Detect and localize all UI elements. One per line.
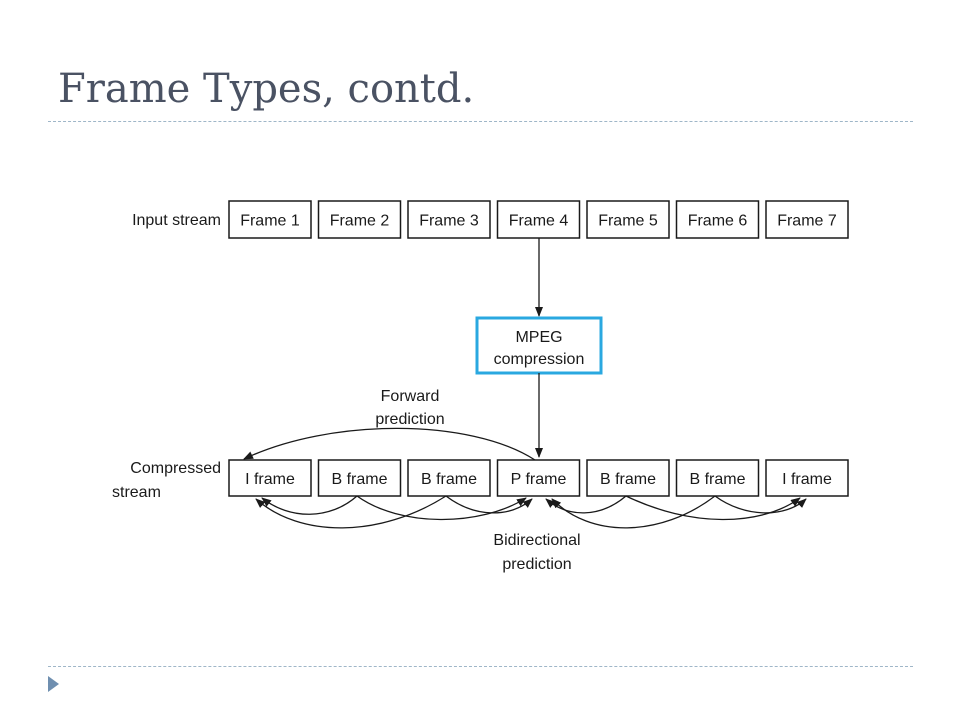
output-frame-label-5: B frame bbox=[600, 471, 656, 488]
input-frame-box-6 bbox=[675, 200, 760, 239]
output-frame-box-1 bbox=[228, 459, 312, 497]
output-frame-label-4: P frame bbox=[511, 471, 567, 488]
input-frame-box-7 bbox=[765, 200, 849, 239]
b3-to-i1-arc bbox=[255, 495, 447, 529]
input-frame-label-6: Frame 6 bbox=[688, 213, 748, 230]
b2-to-i1-arc bbox=[261, 495, 358, 515]
output-frame-box-2 bbox=[317, 459, 402, 497]
b6-to-p-arc bbox=[551, 495, 716, 529]
output-frames-row: I frame B frame B frame P frame B frame B fra… bbox=[228, 459, 849, 497]
input-frames-row: Frame 1 Frame 2 Frame 3 Frame 4 Frame 5 Frame… bbox=[228, 200, 849, 239]
input-frame-label-5: Frame 5 bbox=[598, 213, 658, 230]
input-frame-label-2: Frame 2 bbox=[330, 213, 390, 230]
input-stream-label: Input stream bbox=[132, 212, 221, 229]
bidirectional-arcs bbox=[255, 495, 807, 529]
output-frame-label-2: B frame bbox=[331, 471, 387, 488]
b3-to-p-arc bbox=[445, 495, 533, 514]
input-frame-box-2 bbox=[317, 200, 402, 239]
compression-label-line1: MPEG bbox=[515, 329, 562, 346]
input-frame-label-3: Frame 3 bbox=[419, 213, 479, 230]
forward-prediction-arc bbox=[243, 427, 536, 461]
output-frame-box-5 bbox=[586, 459, 670, 497]
output-frame-box-4 bbox=[496, 459, 581, 497]
title-divider bbox=[48, 121, 913, 122]
input-frame-box-5 bbox=[586, 200, 670, 239]
slide-title: Frame Types, contd. bbox=[58, 66, 475, 112]
bidirectional-label-line2: prediction bbox=[502, 556, 571, 573]
b5-to-i7-arc bbox=[625, 495, 801, 521]
input-frame-box-4 bbox=[496, 200, 581, 239]
output-frame-box-6 bbox=[675, 459, 760, 497]
input-frame-label-4: Frame 4 bbox=[509, 213, 569, 230]
input-frame-box-1 bbox=[228, 200, 312, 239]
compression-label-line2: compression bbox=[494, 351, 585, 368]
compressed-stream-label-line2: stream bbox=[112, 484, 161, 501]
forward-label-line2: prediction bbox=[375, 411, 444, 428]
b2-to-p-arc bbox=[356, 495, 527, 521]
output-frame-box-7 bbox=[765, 459, 849, 497]
output-frame-box-3 bbox=[407, 459, 491, 497]
bullet-triangle-icon bbox=[48, 676, 59, 692]
b6-to-i7-arc bbox=[714, 495, 807, 514]
output-frame-label-3: B frame bbox=[421, 471, 477, 488]
input-frame-box-3 bbox=[407, 200, 491, 239]
output-frame-label-1: I frame bbox=[245, 471, 295, 488]
output-frame-label-7: I frame bbox=[782, 471, 832, 488]
input-frame-label-7: Frame 7 bbox=[777, 213, 837, 230]
input-frame-label-1: Frame 1 bbox=[240, 213, 300, 230]
footer-divider bbox=[48, 666, 913, 667]
forward-label-line1: Forward bbox=[381, 388, 440, 405]
output-frame-label-6: B frame bbox=[689, 471, 745, 488]
compressed-stream-label-line1: Compressed bbox=[130, 460, 221, 477]
bidirectional-label-line1: Bidirectional bbox=[493, 532, 580, 549]
